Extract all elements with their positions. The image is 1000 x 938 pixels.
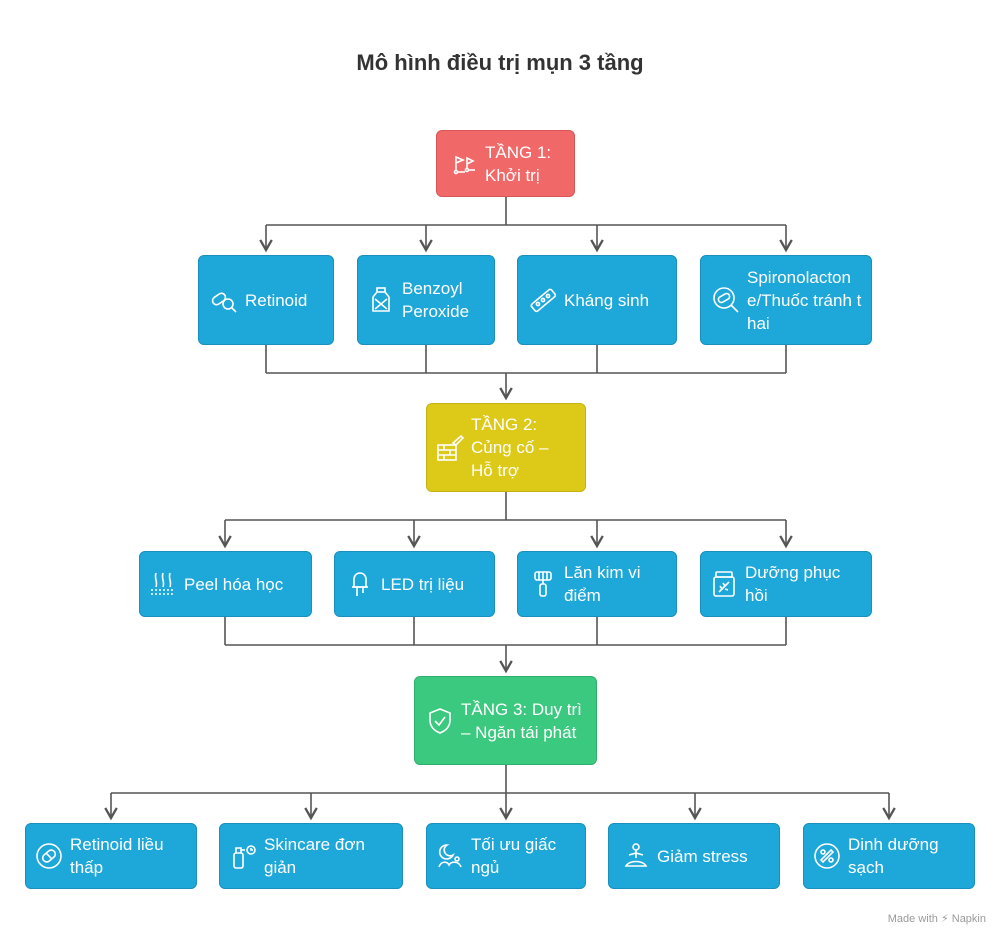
- tier2-item-label: Lăn kim vi điểm: [564, 563, 641, 605]
- skin-layers-icon: [148, 569, 178, 599]
- derma-roller-icon: [528, 569, 558, 599]
- tier2-item-derma-roller: Lăn kim vi điểm: [517, 551, 677, 617]
- tier2-label: TẦNG 2: Củng cố – Hỗ trợ: [471, 415, 549, 480]
- tier3-box: TẦNG 3: Duy trì – Ngăn tái phát: [414, 676, 597, 765]
- healthy-food-icon: [812, 841, 842, 871]
- tier3-item-dinh-duong: Dinh dưỡng sạch: [803, 823, 975, 889]
- pill-strip-icon: [528, 285, 558, 315]
- tier1-item-spironolactone: Spironolactone/Thuốc tránh thai: [700, 255, 872, 345]
- tier1-item-label: Benzoyl Peroxide: [402, 279, 470, 321]
- tier2-item-duong-phuc-hoi: Dưỡng phục hồi: [700, 551, 872, 617]
- shield-check-icon: [425, 706, 455, 736]
- tier3-item-label: Tối ưu giấc ngủ: [471, 835, 557, 877]
- tier1-item-khang-sinh: Kháng sinh: [517, 255, 677, 345]
- tier3-item-skincare: Skincare đơn giản: [219, 823, 403, 889]
- tier1-box: TẦNG 1: Khởi trị: [436, 130, 575, 197]
- spray-bottle-icon: [228, 841, 258, 871]
- tier2-item-led: LED trị liệu: [334, 551, 495, 617]
- napkin-logo-icon: ⚡: [940, 913, 949, 925]
- diagram-title: Mô hình điều trị mụn 3 tầng: [356, 50, 644, 75]
- tier3-item-retinoid-lieu-thap: Retinoid liều thấp: [25, 823, 197, 889]
- made-with-label: Made with: [887, 913, 938, 925]
- tier2-item-label: Peel hóa học: [184, 574, 284, 594]
- moon-sleep-icon: [435, 841, 465, 871]
- pill-search-icon: [711, 285, 741, 315]
- tier3-item-label: Skincare đơn giản: [264, 835, 365, 877]
- tier2-box: TẦNG 2: Củng cố – Hỗ trợ: [426, 403, 586, 492]
- tier1-item-retinoid: Retinoid: [198, 255, 334, 345]
- tier1-item-label: Kháng sinh: [564, 290, 650, 310]
- flags-path-icon: [449, 149, 479, 179]
- tier1-item-label: Spironolactone/Thuốc tránh thai: [747, 267, 862, 333]
- tier3-item-giam-stress: Giảm stress: [608, 823, 780, 889]
- tier2-item-peel: Peel hóa học: [139, 551, 312, 617]
- tier3-item-label: Retinoid liều thấp: [70, 835, 164, 877]
- led-icon: [345, 569, 375, 599]
- tier1-label: TẦNG 1: Khởi trị: [485, 142, 552, 185]
- cream-jar-icon: [709, 569, 739, 599]
- tier1-item-label: Retinoid: [245, 290, 308, 310]
- tier3-item-label: Giảm stress: [657, 846, 748, 866]
- pill-magnifier-icon: [209, 285, 239, 315]
- bottle-icon: [366, 285, 396, 315]
- made-with-napkin[interactable]: Made with ⚡ Napkin: [888, 912, 986, 925]
- tier3-item-label: Dinh dưỡng sạch: [848, 835, 939, 877]
- brick-wall-trowel-icon: [435, 433, 465, 463]
- tier2-item-label: LED trị liệu: [381, 574, 465, 594]
- tier1-item-benzoyl-peroxide: Benzoyl Peroxide: [357, 255, 495, 345]
- meditation-icon: [621, 841, 651, 871]
- tier3-item-giac-ngu: Tối ưu giấc ngủ: [426, 823, 586, 889]
- tier2-item-label: Dưỡng phục hồi: [745, 563, 841, 605]
- tier3-label: TẦNG 3: Duy trì – Ngăn tái phát: [461, 699, 582, 742]
- brand-label: Napkin: [951, 913, 986, 925]
- pill-circle-icon: [34, 841, 64, 871]
